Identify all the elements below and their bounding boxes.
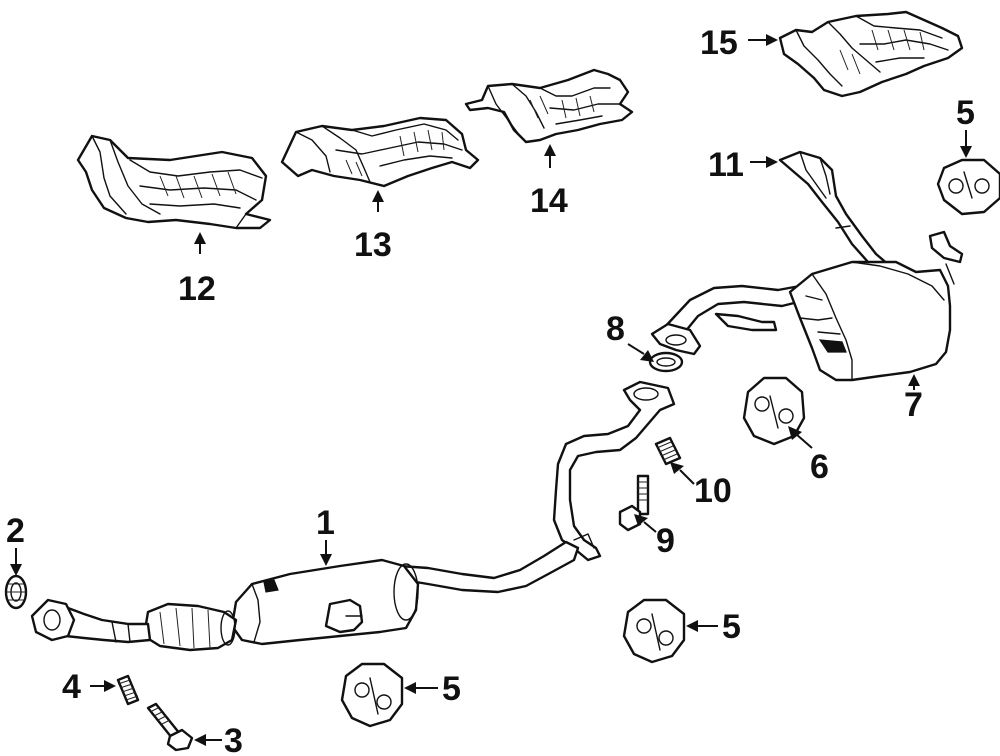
- callout-2: 2: [6, 512, 25, 550]
- bolt[interactable]: [146, 702, 194, 752]
- exhaust-bracket[interactable]: [778, 150, 901, 280]
- callout-12: 12: [178, 270, 216, 308]
- callout-14: 14: [530, 182, 568, 220]
- heat-shield-muffler[interactable]: [778, 10, 964, 98]
- heat-shield-center[interactable]: [280, 116, 480, 188]
- callout-8: 8: [606, 310, 625, 348]
- exhaust-gasket[interactable]: [4, 574, 28, 610]
- callout-5-center: 5: [722, 608, 741, 646]
- stud[interactable]: [116, 674, 140, 706]
- catalytic-converter-pipe[interactable]: [30, 540, 580, 652]
- callout-9: 9: [656, 522, 675, 560]
- rubber-hanger-front[interactable]: [340, 662, 404, 728]
- rubber-hanger-top[interactable]: [936, 158, 1000, 216]
- tailpipe-muffler-assembly[interactable]: [650, 230, 964, 382]
- callout-6: 6: [810, 448, 829, 486]
- callout-3: 3: [224, 722, 243, 756]
- hanger-bolt[interactable]: [618, 474, 650, 532]
- callout-labels: 1 2 3 4 5 5 5 6 7 8 9 10 11 12 13 14 15: [6, 24, 975, 756]
- heat-shield-rear[interactable]: [464, 68, 634, 144]
- callout-11: 11: [708, 146, 744, 184]
- rubber-hanger-center[interactable]: [622, 598, 686, 664]
- callout-4: 4: [62, 668, 81, 706]
- callout-15: 15: [700, 24, 738, 62]
- callout-1: 1: [316, 504, 335, 542]
- callout-5-front: 5: [442, 670, 461, 708]
- callout-7: 7: [904, 386, 923, 424]
- intermediate-pipe[interactable]: [552, 380, 676, 562]
- gasket-ring[interactable]: [648, 351, 684, 373]
- callout-10: 10: [694, 472, 732, 510]
- heat-shield-front[interactable]: [76, 134, 272, 230]
- leader-lines: [10, 34, 972, 746]
- callout-13: 13: [354, 226, 392, 264]
- callout-5-top: 5: [956, 94, 975, 132]
- spring-stud[interactable]: [654, 436, 682, 466]
